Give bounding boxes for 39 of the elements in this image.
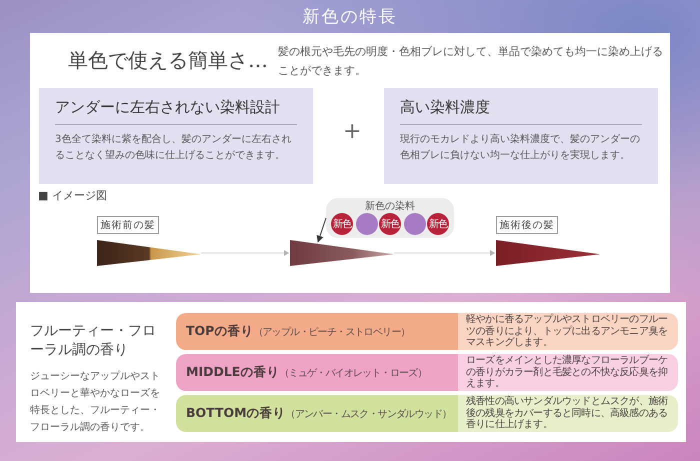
bubble-title: 新色の染料	[364, 200, 416, 213]
note-ingredients: （アップル・ピーチ・ストロベリー）	[253, 326, 410, 338]
note-title: TOPの香り	[186, 323, 254, 340]
card-heading: フルーティー・フローラル調の香り	[30, 322, 157, 360]
box-heading: アンダーに左右されない染料設計	[55, 98, 297, 125]
box-heading: 高い染料濃度	[400, 98, 642, 125]
flow-arrow	[200, 247, 290, 259]
pointer-arrow	[316, 218, 326, 243]
plus-sign: +	[343, 119, 362, 144]
dye-dot: 新色	[331, 213, 353, 235]
hair-state-label: 施術前の髪	[97, 216, 159, 234]
hair-strand-drawing	[97, 240, 201, 266]
box-description: 現行のモカレドより高い染料濃度で、髪のアンダーの色相ブレに負けない均一な仕上がりを実現します。	[400, 132, 641, 163]
dye-dot	[404, 213, 426, 235]
dye-dot	[356, 213, 378, 235]
page-title: 新色の特長	[302, 6, 398, 28]
flow-arrow	[394, 247, 496, 259]
hair-strand-drawing	[496, 240, 600, 266]
hair-state-label: 施術後の髪	[496, 216, 558, 234]
card-description: ジューシーなアップルやストロベリーと華やかなローズを特長とした、フルーティー・フローラル調の香りです。	[30, 370, 161, 435]
feature-card	[30, 33, 670, 293]
hair-strand-drawing	[290, 240, 394, 266]
note-title: BOTTOMの香り	[186, 405, 286, 422]
note-description: 軽やかに香るアップルやストロベリーのフルーツの香りにより、トップに出るアンモニア臭をマスキングします。	[466, 314, 669, 350]
dye-dot: 新色	[427, 213, 449, 235]
note-ingredients: （アンバー・ムスク・サンダルウッド）	[286, 408, 452, 420]
card-heading: 単色で使える簡単さ…	[68, 47, 268, 74]
fragrance-card	[16, 302, 686, 442]
box-description: 3色全て染料に紫を配合し、髪のアンダーに左右されることなく望みの色味に仕上げることができます。	[55, 132, 292, 163]
dye-dot: 新色	[379, 213, 401, 235]
feature-box	[39, 88, 313, 184]
dye-bubble	[326, 198, 454, 238]
section-label: ■ イメージ図	[38, 188, 107, 203]
note-title: MIDDLEの香り	[186, 364, 280, 381]
note-description: ローズをメインとした濃厚なフローラルブーケの香りがカラー剤と毛髪との不快な反応臭を抑えます。	[466, 354, 669, 390]
note-ingredients: （ミュゲ・バイオレット・ローズ）	[279, 366, 427, 380]
card-description: 髪の根元や毛先の明度・色相ブレに対して、単品で染めても均一に染め上げることができます。	[278, 44, 664, 80]
note-description: 残香性の高いサンダルウッドとムスクが、施術後の残臭をカバーすると同時に、高級感のある香りに仕上げます。	[466, 396, 669, 432]
feature-box	[384, 88, 658, 184]
